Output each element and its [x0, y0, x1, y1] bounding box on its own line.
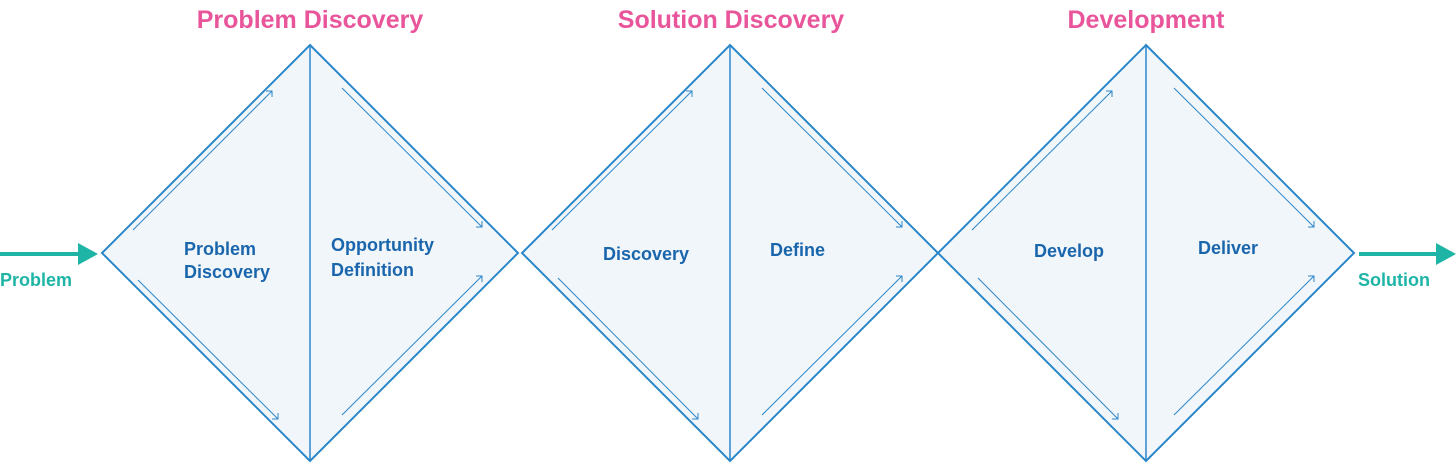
diverge-arrow-up-head [1106, 90, 1113, 97]
diverge-arrow-down-head [1112, 413, 1119, 420]
diverge-arrow-up-head [686, 90, 693, 97]
input-label: Problem [0, 270, 72, 290]
phase-label-line: Opportunity [331, 235, 434, 255]
phase-label-line: Problem [184, 239, 256, 259]
stage-solution-discovery: Solution Discovery Discovery Define [520, 6, 940, 463]
phase-label-line: Discovery [603, 244, 689, 264]
diverge-arrow-up [551, 90, 693, 231]
converge-arrow-down-head [896, 221, 903, 228]
converge-arrow-down [341, 87, 483, 228]
converge-arrow-up [761, 275, 903, 416]
converge-arrow-up-head [1308, 275, 1315, 282]
converge-arrow-up [341, 275, 483, 416]
diverge-arrow-up-head [266, 90, 273, 97]
converge-arrow-up [1173, 275, 1315, 416]
stage-title: Solution Discovery [618, 6, 845, 34]
output-label: Solution [1358, 270, 1430, 290]
phase-label-line: Deliver [1198, 238, 1258, 258]
converge-arrow-down-head [1308, 221, 1315, 228]
input-arrow-head [78, 243, 98, 265]
phase-label-line: Develop [1034, 241, 1104, 261]
stage-development: Development Develop Deliver [936, 6, 1356, 463]
stage-title: Development [1068, 6, 1226, 34]
converge-arrow-up-head [476, 275, 483, 282]
input-flow: Problem [0, 243, 98, 290]
converge-arrow-down [761, 87, 903, 228]
stage-problem-discovery: Problem Discovery Problem Discovery Oppo… [100, 6, 520, 463]
diverge-arrow-down [137, 279, 279, 420]
diverge-arrow-down-head [692, 413, 699, 420]
diverge-arrow-down [557, 277, 699, 420]
diverge-arrow-up [132, 90, 273, 231]
diverge-arrow-up [971, 90, 1113, 231]
phase-label-line: Definition [331, 260, 414, 280]
converge-arrow-down-head [476, 221, 483, 228]
converge-arrow-up-head [896, 275, 903, 282]
converge-arrow-down [1173, 87, 1315, 228]
output-arrow-head [1436, 243, 1456, 265]
stage-title: Problem Discovery [197, 6, 424, 34]
diverge-arrow-down-head [272, 413, 279, 420]
phase-label-line: Define [770, 240, 825, 260]
phase-label-line: Discovery [184, 262, 270, 282]
diverge-arrow-down [977, 277, 1119, 420]
output-flow: Solution [1358, 243, 1456, 290]
